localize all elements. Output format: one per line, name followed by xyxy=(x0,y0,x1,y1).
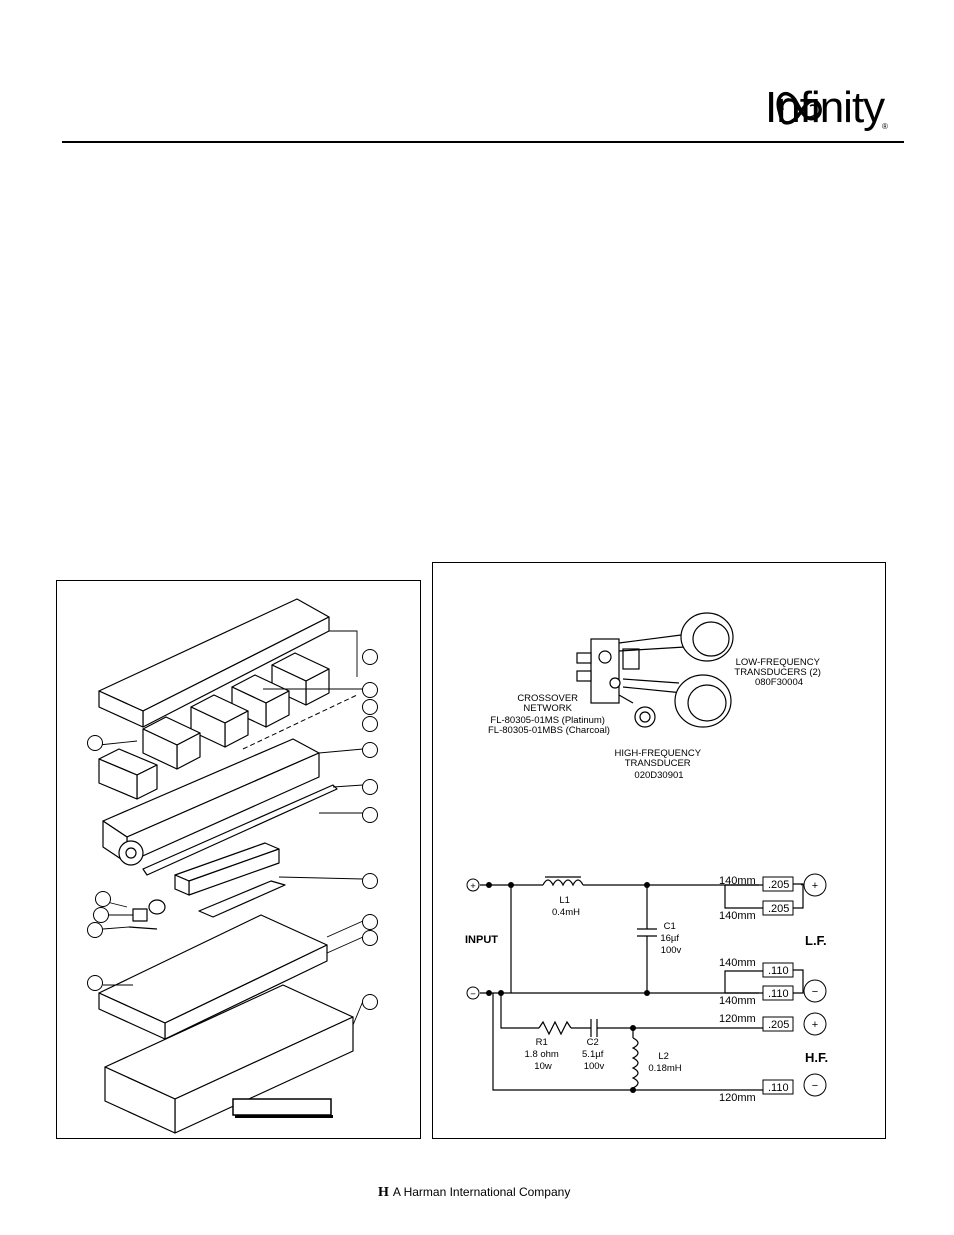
r1-label: R1 1.8 ohm 10w xyxy=(525,1037,562,1072)
hf-plus-terminal: + xyxy=(812,1019,818,1031)
crossover-board-icon xyxy=(590,638,620,704)
hf-label: H.F. xyxy=(805,1050,828,1065)
hf-minus-terminal: − xyxy=(812,1080,818,1092)
crossover-label: CROSSOVER NETWORK FL-80305-01MS (Platinu… xyxy=(488,693,610,736)
wire-length: 140mm xyxy=(719,875,756,887)
lf-transducer-icon xyxy=(674,612,734,728)
wiring-panel: CROSSOVER NETWORK FL-80305-01MS (Platinu… xyxy=(432,562,886,1139)
lf-label: L.F. xyxy=(805,933,827,948)
lf-transducer-label: LOW-FREQUENCY TRANSDUCERS (2) 080F30004 xyxy=(734,657,823,688)
exploded-view-drawing xyxy=(87,598,378,1134)
footer-text: A Harman International Company xyxy=(392,1185,571,1199)
schematic-wires xyxy=(480,876,763,1091)
lf-plus-terminal: + xyxy=(812,880,818,892)
wire-length: 140mm xyxy=(719,910,756,922)
wire-gauge: .110 xyxy=(768,988,789,1000)
l2-label: L2 0.18mH xyxy=(648,1051,681,1074)
l1-label: L1 0.4mH xyxy=(552,895,580,918)
wire-gauge: .110 xyxy=(768,1082,789,1094)
wire-length: 120mm xyxy=(719,1013,756,1025)
wire-length: 140mm xyxy=(719,995,756,1007)
wire-length: 140mm xyxy=(719,957,756,969)
lf-minus-terminal: − xyxy=(812,986,818,998)
harman-logo-icon: H xyxy=(378,1185,389,1200)
infinity-logo-icon xyxy=(776,91,822,125)
input-minus-label: − xyxy=(470,989,476,1000)
input-label: INPUT xyxy=(465,934,498,946)
exploded-view-panel xyxy=(56,580,421,1139)
c1-label: C1 16µf 100v xyxy=(660,921,681,956)
wire-gauge: .205 xyxy=(768,879,789,891)
wire-gauge: .205 xyxy=(768,1019,789,1031)
wiring-drawing: CROSSOVER NETWORK FL-80305-01MS (Platinu… xyxy=(465,612,828,1104)
hf-transducer-label: HIGH-FREQUENCY TRANSDUCER 020D30901 xyxy=(614,748,703,781)
brand-name: Infinity xyxy=(765,83,885,132)
input-plus-label: + xyxy=(470,881,476,892)
wire-length: 120mm xyxy=(719,1092,756,1104)
hf-transducer-icon xyxy=(634,706,656,728)
c2-label: C2 5.1µf 100v xyxy=(582,1037,606,1072)
brand-reg-mark: ® xyxy=(882,122,888,131)
wire-gauge: .110 xyxy=(768,965,789,977)
header-rule xyxy=(62,141,904,143)
wire-gauge: .205 xyxy=(768,903,789,915)
